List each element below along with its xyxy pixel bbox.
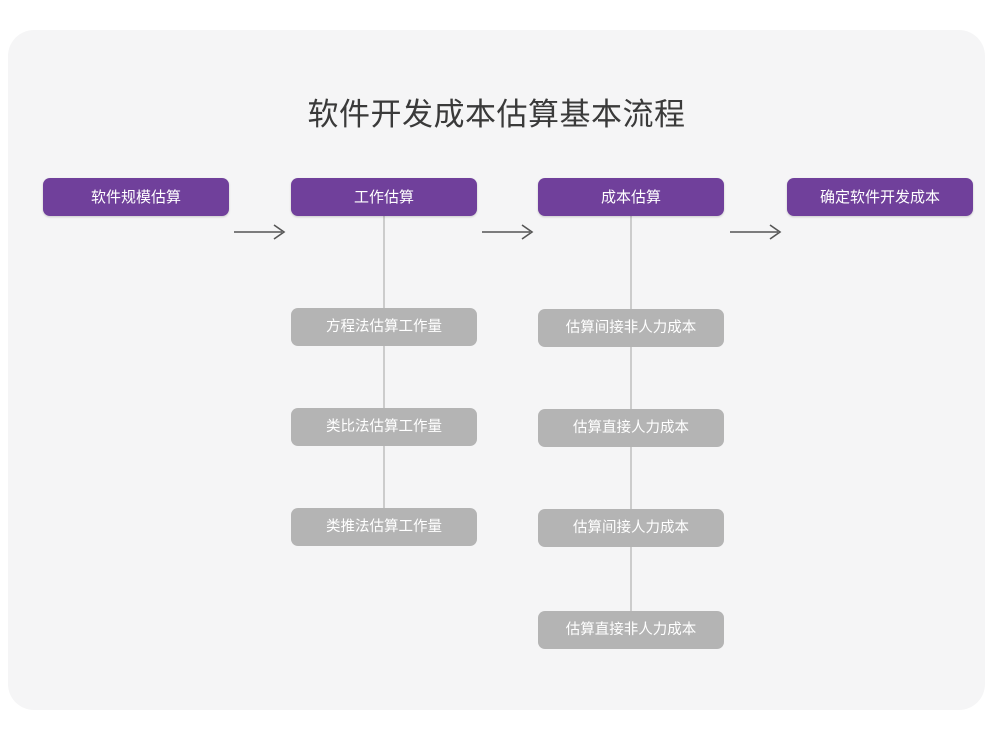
arrow-right-icon-3	[728, 222, 784, 242]
flow-node-cost-estimation[interactable]: 成本估算	[538, 178, 724, 216]
flow-subnode-analogy-method[interactable]: 类比法估算工作量	[291, 408, 477, 446]
flow-subnode-direct-nonlabor-cost[interactable]: 估算直接非人力成本	[538, 611, 724, 649]
page-title: 软件开发成本估算基本流程	[307, 97, 686, 133]
arrow-right-icon-2	[480, 222, 536, 242]
flow-subnode-equation-method[interactable]: 方程法估算工作量	[291, 308, 477, 346]
flow-node-determine-development-cost[interactable]: 确定软件开发成本	[787, 178, 973, 216]
flow-subnode-inference-method[interactable]: 类推法估算工作量	[291, 508, 477, 546]
flow-node-effort-estimation[interactable]: 工作估算	[291, 178, 477, 216]
arrow-right-icon-1	[232, 222, 288, 242]
flow-subnode-indirect-nonlabor-cost[interactable]: 估算间接非人力成本	[538, 309, 724, 347]
flow-subnode-indirect-labor-cost[interactable]: 估算间接人力成本	[538, 509, 724, 547]
flow-subnode-direct-labor-cost[interactable]: 估算直接人力成本	[538, 409, 724, 447]
flow-node-software-size-estimation[interactable]: 软件规模估算	[43, 178, 229, 216]
connector-line-column-2	[383, 216, 385, 528]
diagram-card: 软件开发成本估算基本流程 软件规模估算 工作估算 方程法估算工作量 类比法估算工…	[8, 30, 985, 710]
